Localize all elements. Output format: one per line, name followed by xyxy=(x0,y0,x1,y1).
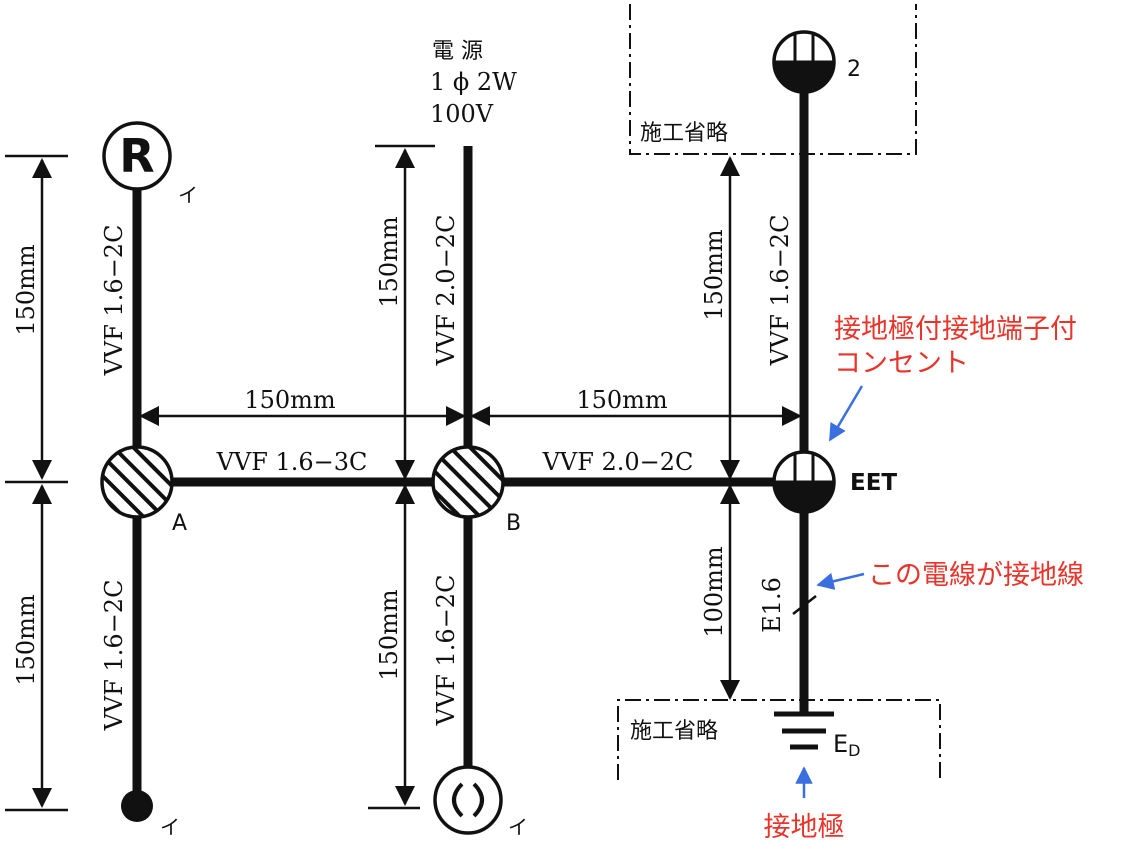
junction-box-a xyxy=(100,445,174,519)
omitted-label-bottom: 施工省略 xyxy=(630,719,718,744)
dim-b-up-label: 150mm xyxy=(375,216,403,308)
cable-a-down: VVF 1.6−2C xyxy=(100,580,128,732)
cable-b-down: VVF 1.6−2C xyxy=(432,575,460,727)
dim-a-to-b-label: 150mm xyxy=(244,386,336,414)
ceiling-light-bracket-right xyxy=(472,782,484,818)
cable-a-to-b: VVF 1.6−3C xyxy=(216,448,368,476)
dim-eet-up-label: 150mm xyxy=(700,229,728,321)
cable-a-up: VVF 1.6−2C xyxy=(100,225,128,377)
eet-label: EET xyxy=(850,470,897,496)
junction-box-b xyxy=(431,445,505,519)
arrow-eet xyxy=(828,385,864,442)
annotation-eet-line2: コンセント xyxy=(834,348,969,379)
junction-box-b-label: B xyxy=(506,511,521,536)
ground-wire-tick xyxy=(792,595,817,615)
power-source-phase: 1 ϕ 2W xyxy=(430,68,517,96)
receptacle-r-label: R xyxy=(119,129,154,183)
dim-eet-down-label: 100mm xyxy=(700,546,728,638)
ceiling-light-switch-mark: イ xyxy=(508,815,528,839)
cable-eet-up: VVF 1.6−2C xyxy=(766,215,794,367)
ground-electrode-symbol xyxy=(774,711,834,750)
pilot-lamp-switch-mark: イ xyxy=(160,815,180,839)
outlet-eet xyxy=(772,450,836,514)
dim-b-to-eet-label: 150mm xyxy=(576,386,668,414)
receptacle-switch-mark: イ xyxy=(178,183,198,207)
junction-box-a-label: A xyxy=(172,511,187,536)
dim-b-down-label: 150mm xyxy=(375,589,403,681)
arrow-ground-wire xyxy=(816,572,865,590)
omitted-label-top: 施工省略 xyxy=(640,121,728,146)
annotation-ground-wire: この電線が接地線 xyxy=(868,560,1084,591)
ground-label: ED xyxy=(833,730,861,760)
dim-a-up-label: 150mm xyxy=(12,244,40,336)
outlet-double xyxy=(772,30,836,94)
ceiling-light-bracket-left xyxy=(452,782,464,818)
omitted-box-bottom xyxy=(617,699,941,780)
power-source-label: 電 源 xyxy=(432,39,483,64)
omitted-box-top xyxy=(629,4,917,155)
cable-ground-wire: E1.6 xyxy=(758,577,786,633)
power-source-voltage: 100V xyxy=(430,100,494,128)
ceiling-light xyxy=(433,765,503,835)
annotation-eet-line1: 接地極付接地端子付 xyxy=(834,314,1077,345)
cable-b-to-eet: VVF 2.0−2C xyxy=(542,448,694,476)
annotation-ground-electrode: 接地極 xyxy=(764,812,845,843)
receptacle-r xyxy=(102,121,172,191)
outlet-count: 2 xyxy=(847,57,861,82)
pilot-lamp xyxy=(121,790,153,822)
dim-a-down-label: 150mm xyxy=(12,594,40,686)
cable-b-up: VVF 2.0−2C xyxy=(432,215,460,367)
